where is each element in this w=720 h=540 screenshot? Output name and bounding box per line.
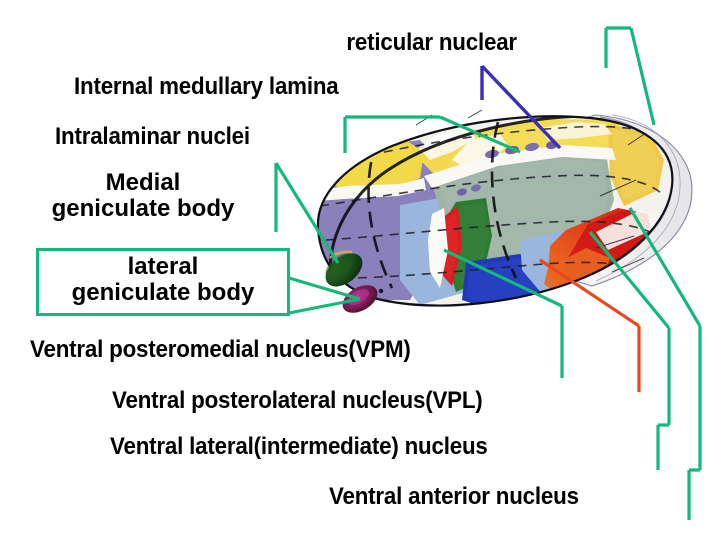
- label-reticular-nuclear: reticular nuclear: [346, 29, 517, 56]
- label-lateral-geniculate-body: lateral geniculate body: [40, 253, 286, 307]
- label-internal-medullary-lamina: Internal medullary lamina: [74, 73, 339, 100]
- label-vpl: Ventral posterolateral nucleus(VPL): [112, 387, 483, 414]
- label-lateral-geniculate-line2: geniculate body: [71, 279, 255, 307]
- label-vpm: Ventral posteromedial nucleus(VPM): [30, 336, 411, 363]
- label-lateral-geniculate-line1: lateral: [127, 253, 199, 280]
- label-medial-geniculate-line2: geniculate body: [51, 195, 235, 223]
- lateral-geniculate-callout-box: [36, 248, 290, 316]
- label-intralaminar-nuclei: Intralaminar nuclei: [55, 123, 250, 150]
- label-medial-geniculate-line1: Medial: [105, 169, 181, 196]
- label-ventral-lateral: Ventral lateral(intermediate) nucleus: [110, 433, 488, 460]
- label-medial-geniculate-body: Medial geniculate body: [20, 169, 266, 223]
- label-ventral-anterior: Ventral anterior nucleus: [329, 483, 579, 510]
- thalamus-outline: [316, 115, 674, 307]
